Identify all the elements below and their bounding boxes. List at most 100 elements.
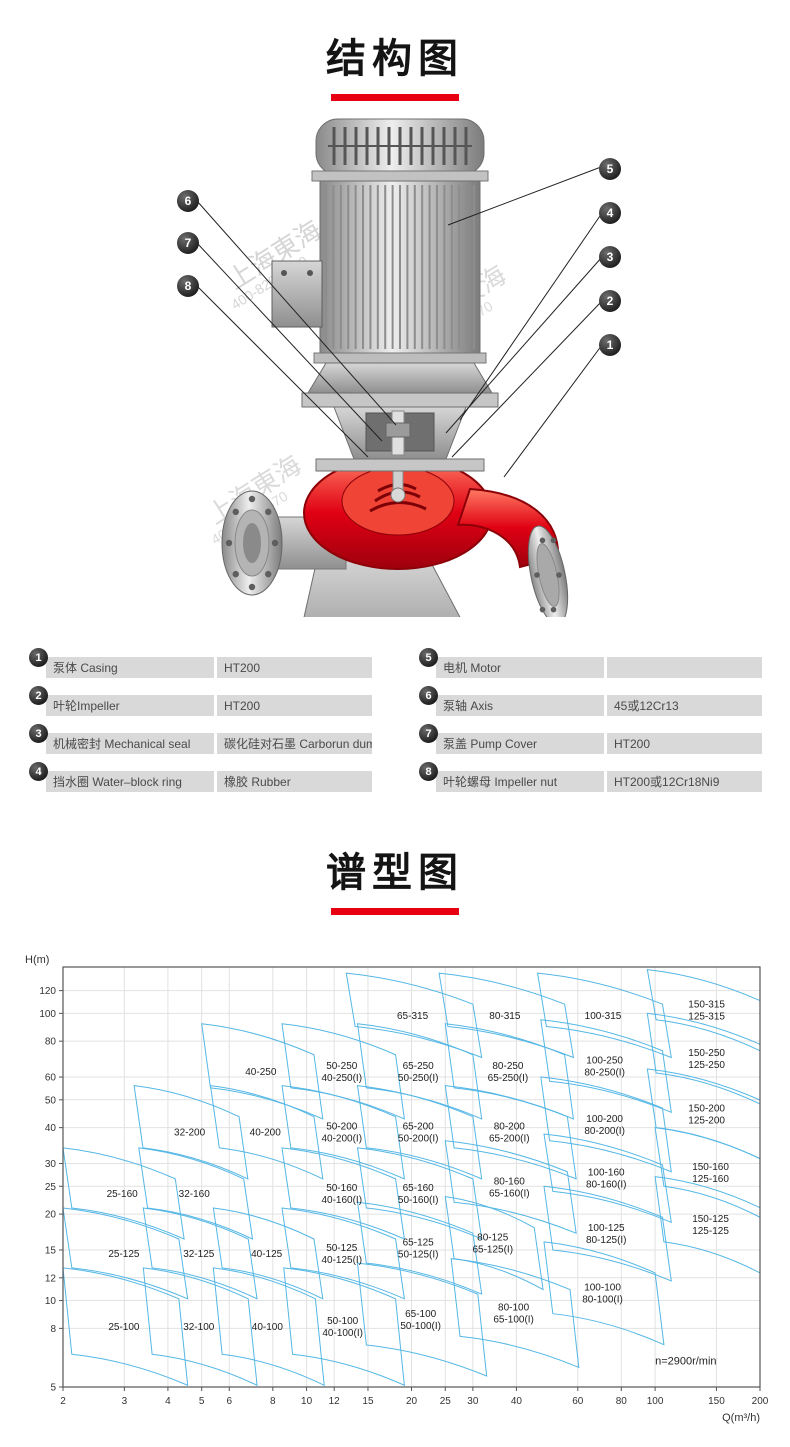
parts-tables: 1 泵体 Casing HT200 2 叶轮Impeller HT200 3 机… (0, 645, 790, 810)
y-tick-label: 50 (45, 1095, 57, 1106)
region-label: 40-125 (251, 1249, 283, 1260)
part-number-badge: 6 (419, 686, 438, 705)
region-label: 125-125 (692, 1226, 729, 1237)
y-tick-label: 15 (45, 1245, 57, 1256)
region-outline (444, 1140, 577, 1234)
region-label: 40-200 (250, 1128, 282, 1139)
part-name: 电机 Motor (436, 657, 604, 678)
part-material: HT200 (217, 695, 372, 716)
region-outline (201, 1023, 324, 1120)
region-label: 50-200(I) (398, 1134, 439, 1145)
part-name: 泵盖 Pump Cover (436, 733, 604, 754)
part-number-badge: 3 (29, 724, 48, 743)
callout-leader-lines (196, 166, 603, 478)
y-tick-label: 60 (45, 1073, 57, 1084)
region-label: 125-250 (688, 1060, 725, 1071)
region-label: 65-125 (403, 1238, 435, 1249)
structure-header: 结构图 (0, 0, 790, 101)
terminal-box (271, 260, 323, 328)
parts-row: 4 挡水圈 Water–block ring 橡胶 Rubber (29, 762, 372, 792)
parts-row: 5 电机 Motor (419, 648, 762, 678)
y-tick-label: 10 (45, 1296, 57, 1307)
x-tick-label: 25 (440, 1396, 452, 1407)
x-tick-label: 60 (572, 1396, 584, 1407)
part-material: 碳化硅对石墨 Carborun dum (217, 733, 372, 754)
region-label: 100-125 (588, 1223, 625, 1234)
region-outline (283, 1267, 405, 1387)
part-material: HT200 (217, 657, 372, 678)
region-label: 80-100 (498, 1302, 530, 1313)
region-label: 80-200 (494, 1122, 526, 1133)
region-label: 50-125(I) (398, 1250, 439, 1261)
parts-row: 1 泵体 Casing HT200 (29, 648, 372, 678)
region-label: 150-200 (688, 1103, 725, 1114)
x-axis-label: Q(m³/h) (722, 1412, 760, 1424)
region-label: 65-160 (403, 1183, 435, 1194)
region-label: 100-200 (586, 1114, 623, 1125)
part-material: HT200或12Cr18Ni9 (607, 771, 762, 792)
region-label: 65-125(I) (472, 1245, 513, 1256)
region-label: 150-160 (692, 1162, 729, 1173)
y-tick-label: 5 (50, 1383, 56, 1394)
x-tick-label: 40 (511, 1396, 523, 1407)
callout-8: 8 (177, 275, 199, 297)
region-label: 80-250(I) (584, 1067, 625, 1078)
region-label: 65-250(I) (488, 1073, 529, 1084)
region-outline (345, 972, 483, 1059)
callout-6: 6 (177, 190, 199, 212)
part-number-badge: 1 (29, 648, 48, 667)
structure-title: 结构图 (326, 37, 464, 81)
region-outline (356, 1023, 483, 1120)
parts-table-left: 1 泵体 Casing HT200 2 叶轮Impeller HT200 3 机… (29, 648, 372, 809)
region-outline (543, 1241, 665, 1346)
impeller-nut (390, 487, 406, 503)
region-label: 150-250 (688, 1048, 725, 1059)
region-label: 32-160 (179, 1189, 211, 1200)
region-outline (142, 1267, 258, 1387)
y-tick-label: 100 (39, 1009, 56, 1020)
region-outline (281, 1207, 405, 1300)
x-tick-label: 6 (226, 1396, 232, 1407)
x-tick-label: 2 (60, 1396, 66, 1407)
region-outline (356, 1147, 483, 1240)
parts-row: 2 叶轮Impeller HT200 (29, 686, 372, 716)
spectrum-header: 谱型图 (0, 840, 790, 915)
region-label: 50-250(I) (398, 1073, 439, 1084)
part-number-badge: 4 (29, 762, 48, 781)
region-label: 50-250 (326, 1061, 358, 1072)
callout-3: 3 (599, 246, 621, 268)
region-outline (543, 1185, 672, 1282)
region-outline (444, 1085, 577, 1180)
region-label: 50-160(I) (398, 1195, 439, 1206)
part-number-badge: 8 (419, 762, 438, 781)
part-number-badge: 5 (419, 648, 438, 667)
region-label: 50-160 (326, 1183, 358, 1194)
pump-illustration: 上海東海 400-820-6570 上海東海 400-820-6570 上海東海… (196, 118, 603, 617)
region-outline (142, 1207, 258, 1300)
x-tick-label: 12 (329, 1396, 341, 1407)
part-name: 挡水圈 Water–block ring (46, 771, 214, 792)
y-tick-label: 30 (45, 1159, 57, 1170)
coupling (385, 422, 411, 438)
region-label: 80-125 (477, 1233, 509, 1244)
region-label: 80-125(I) (586, 1235, 627, 1246)
flange-bolts (534, 537, 562, 613)
region-label: 65-250 (403, 1061, 435, 1072)
x-tick-label: 200 (752, 1396, 769, 1407)
region-outline (209, 1085, 324, 1180)
region-label: 25-160 (107, 1189, 139, 1200)
callout-7: 7 (177, 232, 199, 254)
x-tick-label: 10 (301, 1396, 313, 1407)
part-number-badge: 7 (419, 724, 438, 743)
region-outline (536, 972, 672, 1059)
region-outline (450, 1258, 580, 1369)
part-material: HT200 (607, 733, 762, 754)
region-outline (444, 1196, 544, 1291)
region-outline (62, 1267, 189, 1387)
red-underline (331, 94, 459, 101)
region-label: 50-125 (326, 1243, 358, 1254)
region-label: 65-200(I) (489, 1134, 530, 1145)
region-label: 80-160(I) (586, 1180, 627, 1191)
screw (281, 270, 287, 276)
